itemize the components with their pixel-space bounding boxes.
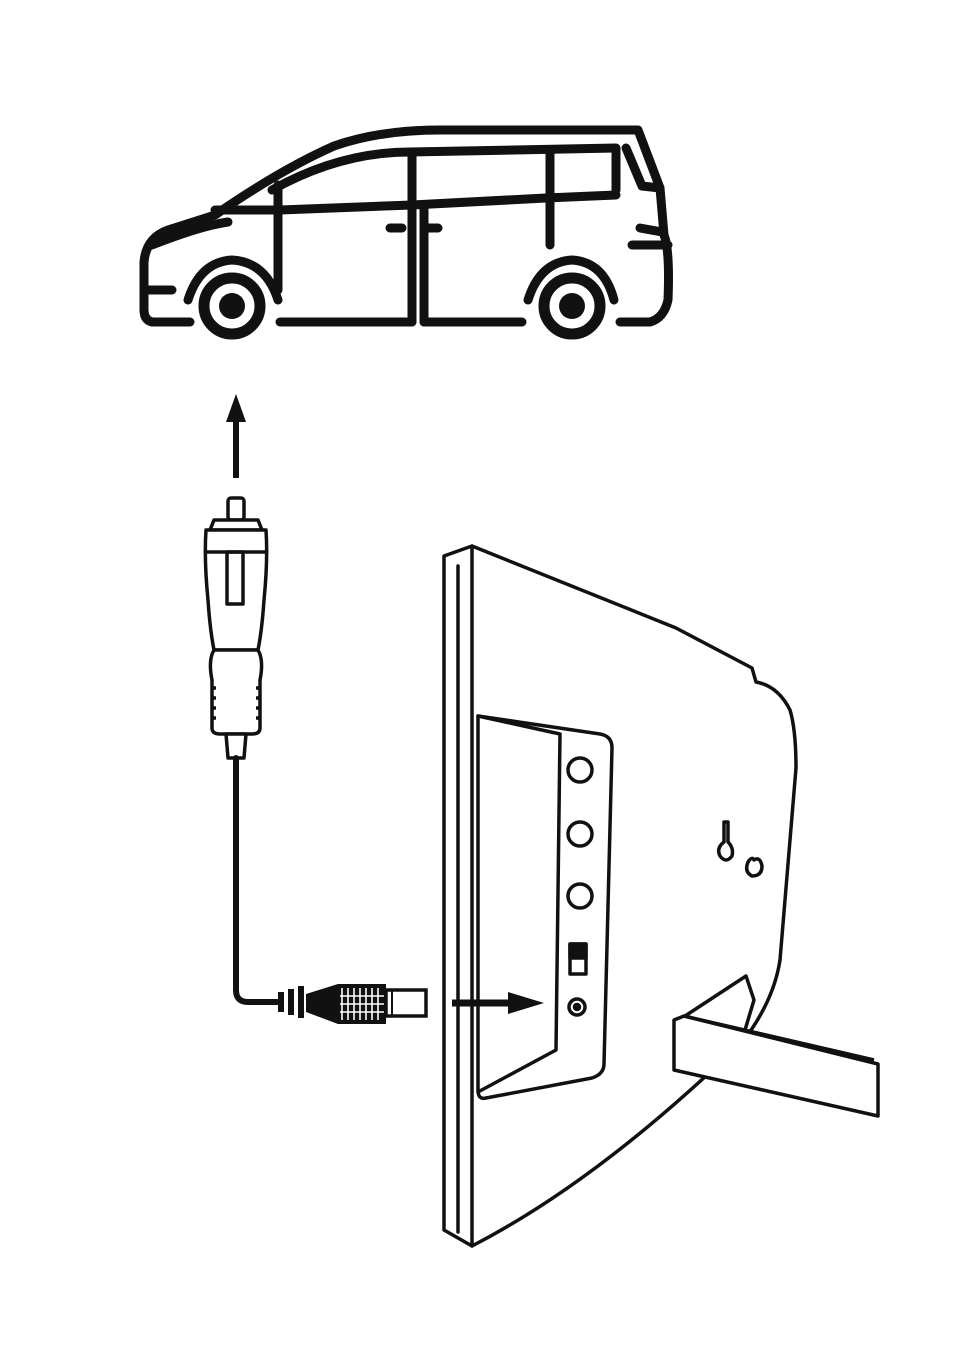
- keyhole-mount-icon: [719, 822, 733, 860]
- dc-barrel-plug-icon: [278, 984, 426, 1024]
- power-cable: [236, 758, 280, 1002]
- kickstand-body: [674, 1016, 878, 1116]
- rear-hub: [559, 293, 585, 319]
- dc-plug-rib: [288, 989, 294, 1015]
- side-button-1[interactable]: [568, 758, 592, 782]
- plug-strain-relief: [226, 734, 246, 758]
- car-charger-plug-icon: [205, 498, 266, 758]
- arrow-up-icon: [226, 394, 246, 478]
- arrow-right-icon: [452, 992, 544, 1014]
- frame-back-housing: [472, 546, 796, 1246]
- keyhole-mount-icon: [747, 858, 762, 876]
- side-button-2[interactable]: [568, 822, 592, 846]
- van-icon: [144, 130, 669, 322]
- dc-input-pin: [575, 1005, 580, 1010]
- side-button-3[interactable]: [568, 884, 592, 908]
- front-hub: [219, 293, 245, 319]
- plug-tip: [228, 498, 244, 520]
- side-panel-opening: [478, 716, 560, 1092]
- plug-grip: [210, 650, 261, 734]
- power-switch-knob: [570, 944, 586, 958]
- plug-side-contact: [227, 552, 243, 604]
- kickstand: [674, 1016, 878, 1116]
- dc-plug-rib: [298, 986, 304, 1018]
- digital-photo-frame-icon: [444, 546, 796, 1246]
- dc-plug-rib: [278, 992, 284, 1012]
